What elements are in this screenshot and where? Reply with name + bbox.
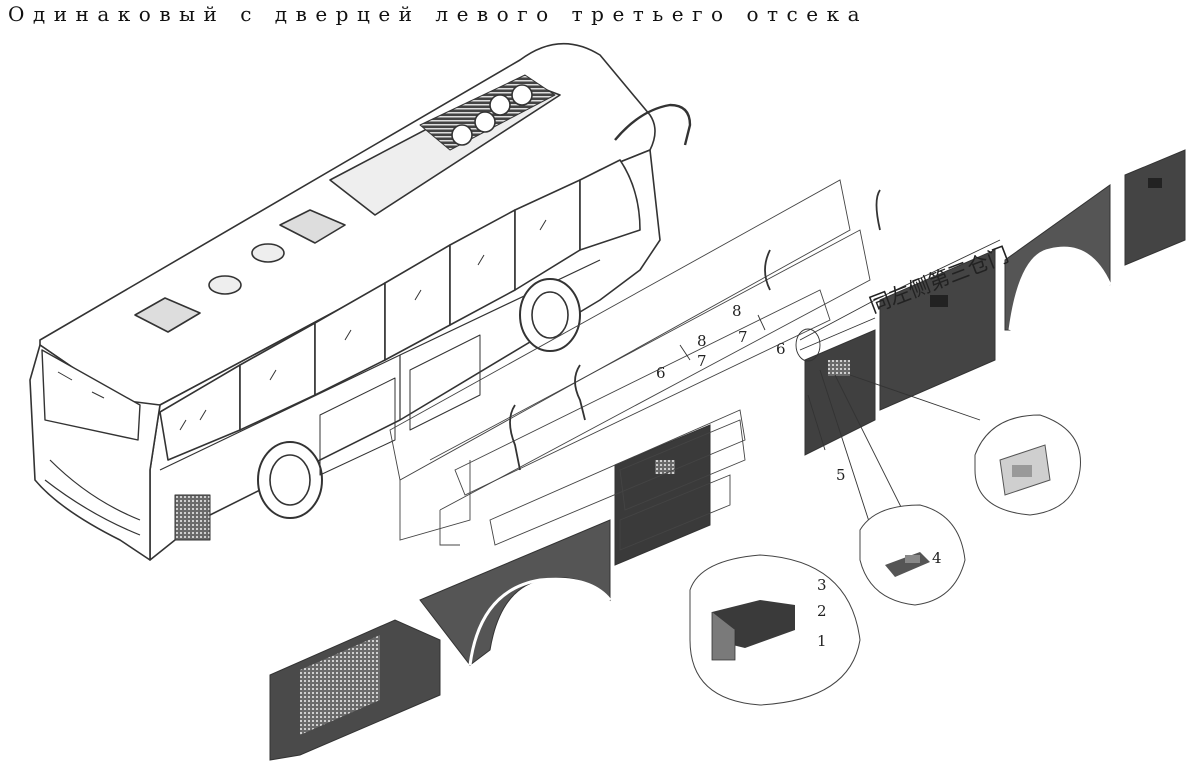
callout-4: 4 [932,549,942,567]
callout-8b: 8 [732,302,742,320]
callouts: 1 2 3 4 5 6 7 8 6 7 8 [656,302,942,650]
detail-bubble-seal [689,554,861,706]
frame-outlines [389,179,871,551]
callout-6a: 6 [656,364,666,382]
detail-bubble-latch [859,504,966,606]
callout-7b: 7 [738,328,748,346]
bus-illustration [29,42,692,561]
callout-8a: 8 [697,332,707,350]
callout-5: 5 [836,466,846,484]
callout-6b: 6 [776,340,786,358]
callout-7a: 7 [697,352,707,370]
side-panels [269,149,1186,761]
callout-3: 3 [817,576,827,594]
callout-1: 1 [817,632,827,650]
callout-2: 2 [817,602,827,620]
detail-bubble-lock [974,414,1081,516]
strut-parts [509,189,881,471]
page-title: Одинаковый с дверцей левого третьего отс… [8,2,869,26]
